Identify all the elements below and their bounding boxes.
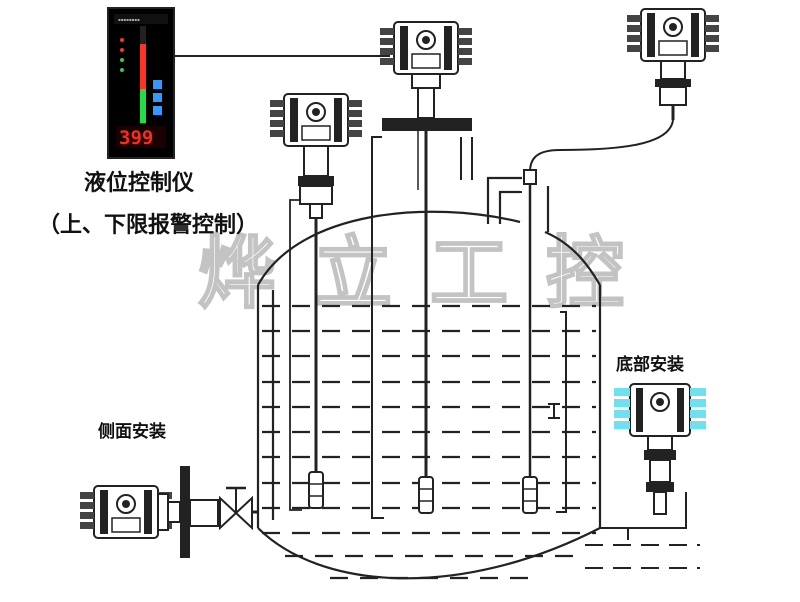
- top-left-transmitter: [269, 93, 363, 511]
- guide-rods: [371, 136, 473, 519]
- led-readout: 399: [119, 127, 153, 149]
- bottom-mount-label: 底部安装: [616, 354, 684, 375]
- svg-text:▪▪▪▪▪▪▪▪: ▪▪▪▪▪▪▪▪: [118, 17, 140, 22]
- alarm-control-label: （上、下限报警控制）: [38, 212, 258, 238]
- side-mount-transmitter: [79, 466, 258, 558]
- side-mount-label: 侧面安装: [98, 421, 166, 442]
- controller-label: 液位控制仪: [84, 170, 195, 196]
- watermark: 烨立工控: [198, 229, 662, 319]
- top-right-transmitter: [516, 8, 720, 514]
- bottom-mount-transmitter: [585, 383, 707, 569]
- level-controller: ▪▪▪▪▪▪▪▪ 399: [107, 7, 175, 159]
- liquid-level: [262, 304, 596, 580]
- top-center-transmitter: [379, 21, 473, 514]
